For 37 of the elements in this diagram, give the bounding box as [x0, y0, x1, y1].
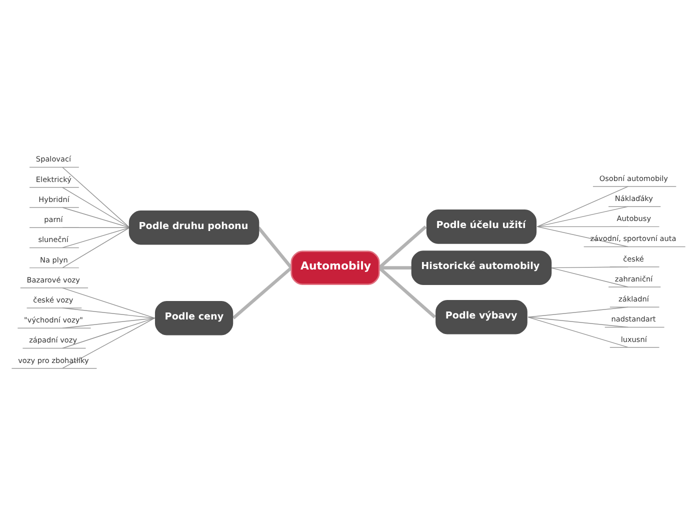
node-text: české — [623, 254, 644, 263]
node-text: Autobusy — [616, 214, 652, 223]
node-text: Elektrický — [36, 174, 72, 184]
node-text: Hybridní — [38, 194, 70, 204]
node-text: nadstandart — [611, 314, 656, 324]
node-text: Náklaďáky — [614, 194, 653, 203]
connector — [528, 316, 629, 328]
node-text: závodní, sportovní auta — [590, 234, 676, 243]
node-box: Podle druhu pohonu — [128, 210, 260, 244]
node-text: luxusní — [620, 334, 647, 344]
node-text: "východní vozy" — [24, 315, 84, 324]
connector — [62, 317, 156, 348]
node-text: sluneční — [38, 234, 68, 244]
node-text: české vozy — [33, 294, 74, 304]
node-text: Bazarové vozy — [26, 274, 80, 284]
node-box: Podle ceny — [154, 300, 234, 335]
node-text: parní — [44, 214, 63, 224]
connector — [62, 317, 156, 328]
node-text: západní vozy — [29, 335, 78, 344]
node-box: Podle výbavy — [436, 300, 528, 334]
connector — [62, 317, 156, 368]
node-box: Podle účelu užití — [426, 209, 537, 244]
connector — [379, 266, 412, 269]
node-text: Osobní automobily — [599, 173, 668, 182]
connector — [378, 224, 427, 269]
connector — [232, 266, 292, 319]
connector — [378, 266, 436, 318]
node-text: Na plyn — [40, 254, 68, 264]
connector — [62, 287, 156, 318]
node-text: vozy pro zbohatlíky — [18, 355, 89, 364]
node-text: zahraniční — [614, 274, 653, 283]
node-box: Historické automobily — [411, 250, 552, 284]
node-box: Automobily — [290, 250, 380, 284]
node-text: Spalovací — [36, 154, 71, 164]
node-text: základní — [618, 294, 649, 304]
connector — [528, 316, 629, 348]
connector — [257, 226, 293, 268]
